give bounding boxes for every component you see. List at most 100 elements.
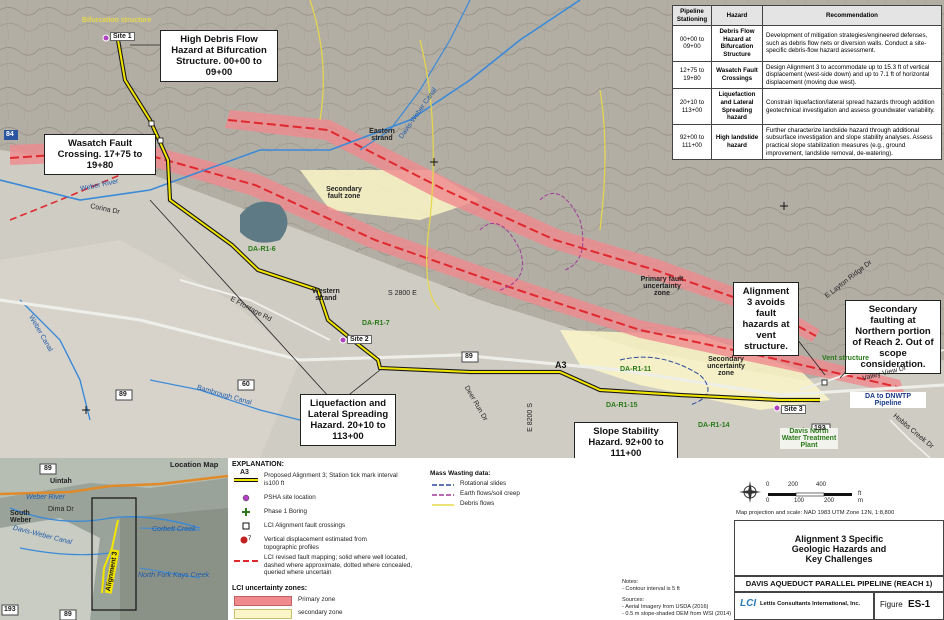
table-cell: 12+75 to 19+80 [672,60,712,90]
legend-text-earthflow: Earth flows/soil creep [460,490,520,497]
legend-symbol-crossing [242,522,250,530]
company-logo: LCI [740,598,757,609]
projection-text: Map projection and scale: NAD 1983 UTM Z… [736,510,895,516]
inset-label-north-fork: North Fork Kays Creek [138,572,210,579]
table-header-cell: Hazard [711,4,763,27]
zones-title: LCI uncertainty zones: [232,585,308,592]
site-2-label: Site 2 [347,335,372,344]
leader-liquefaction [149,199,331,399]
table-cell: Liquefaction and Lateral Spreading hazar… [711,88,763,125]
inset-route-89-b: 89 [64,611,72,618]
site-1-label: Site 1 [110,32,135,41]
psha-site-1-marker [102,34,110,42]
legend-symbol-earthflow [432,494,454,496]
inset-route-193: 193 [4,606,16,613]
legend-text-debris: Debris flows [460,500,495,507]
explanation-title: EXPLANATION: [232,461,284,468]
road-frontage [179,279,331,341]
road-label-s-2800-e: S 2800 E [388,290,417,297]
route-89-label: 89 [465,353,473,360]
bifurcation-label: Bifurcation structure [82,17,152,24]
leader-liquefaction-2 [344,369,381,399]
table-header-cell: Pipeline Stationing [672,4,712,27]
boring-da-r1-7: DA-R1-7 [362,320,390,327]
scale-ft-tick-0: 0 [766,482,770,488]
secondary-zone-area-2 [560,330,830,410]
title-box [734,520,944,576]
project-name: DAVIS AQUEDUCT PARALLEL PIPELINE (REACH … [745,579,933,588]
callout-secondary-faulting: Secondary faulting at Northern portion o… [845,300,941,374]
site-3-label: Site 3 [781,405,806,414]
legend-symbol-psha [242,494,250,502]
legend-text-primary: Primary zone [298,596,336,603]
table-cell: Wasatch Fault Crossings [711,60,763,90]
route-shield-89-b [115,389,133,401]
inset-title: Location Map [170,460,219,469]
table-cell: 92+00 to 111+00 [672,123,712,161]
legend-symbol-debris [432,504,454,506]
notes-line: - Aerial Imagery from USDA (2016) [622,604,709,610]
notes-line: - Contour interval is 5 ft [622,586,680,592]
to-dnwtp-label: DA to DNWTP Pipeline [850,392,926,408]
primary-fault-zone-label: Primary fault uncertainty zone [640,276,684,297]
legend-a3-key: A3 [240,469,249,476]
scale-ft-tick-400: 400 [816,482,827,488]
legend-symbol-vertical: 7 [240,536,252,544]
road-i84 [0,298,944,397]
table-cell: Debris Flow Hazard at Bifurcation Struct… [711,25,763,62]
notes-line: - 0.5 m slope-shaded DEM from WSI (2014) [622,611,732,617]
table-header-row: Pipeline Stationing Hazard Recommendatio… [672,4,942,27]
secondary-fault-zone-label: Secondary fault zone [326,186,362,200]
earthflow-line-1 [479,222,523,291]
debris-flow-line-3 [599,89,606,231]
table-cell: 20+10 to 113+00 [672,88,712,125]
callout-slope-stability: Slope Stability Hazard. 92+00 to 111+00 [574,422,678,463]
notes-line: Sources: [622,597,645,603]
davis-weber-canal [359,0,471,151]
table-row: 20+10 to 113+00 Liquefaction and Lateral… [672,88,942,125]
crosshair-mark [780,202,788,210]
boring-da-r1-14: DA-R1-14 [698,422,730,429]
reservoir [240,201,288,243]
scale-bar [768,492,852,497]
legend-text-fault: LCI revised fault mapping; solid where w… [264,554,413,577]
fault-crossing-marker [148,120,155,127]
route-shield-84 [4,130,18,140]
legend-text-psha: PSHA site location [264,494,316,501]
location-map-graphic [0,458,228,620]
legend-text-crossing: LCI Alignment fault crossings [264,522,346,529]
table-cell: 00+00 to 09+00 [672,25,712,62]
callout-debris-flow: High Debris Flow Hazard at Bifurcation S… [160,30,278,82]
eastern-strand-label: Eastern strand [369,128,395,142]
mass-wasting-title: Mass Wasting data: [430,470,491,477]
legend-symbol-alignment [234,478,258,482]
alignment-a3-core [117,39,820,401]
route-84-label: 84 [6,131,14,138]
alignment-label-a3: A3 [555,360,567,370]
legend-swatch-secondary [234,609,292,619]
debris-flow-line-1 [309,0,324,121]
crosshair-mark [82,406,90,414]
table-cell: Constrain liquefaction/lateral spread ha… [762,88,942,125]
route-60-label: 60 [242,381,250,388]
legend-text-secondary: secondary zone [298,609,343,616]
table-cell: High landslide hazard [711,123,763,161]
primary-zone-band-1 [10,140,905,395]
figure-box [874,592,944,620]
scale-m-tick-100: 100 [794,498,805,504]
legend-text-rotational: Rotational slides [460,480,507,487]
scale-ft-unit: ft [858,491,862,497]
figure-number: ES-1 [908,599,931,610]
callout-alignment-vent: Alignment 3 avoids fault hazards at vent… [733,282,799,356]
scale-ft-tick-200: 200 [788,482,799,488]
callout-liquefaction: Liquefaction and Lateral Spreading Hazar… [300,394,396,446]
inset-route-89: 89 [44,465,52,472]
vent-structure-label: Vent structure [822,355,870,362]
road-label-e-8200-s: E 8200 S [526,403,534,432]
psha-site-3-marker [773,404,781,412]
route-shield-89 [461,351,479,363]
scale-m-tick-200: 200 [824,498,835,504]
western-strand-label: Western strand [312,288,340,302]
earthflow-line-2 [539,192,584,271]
legend-text-boring: Phase 1 Boring [264,508,308,515]
